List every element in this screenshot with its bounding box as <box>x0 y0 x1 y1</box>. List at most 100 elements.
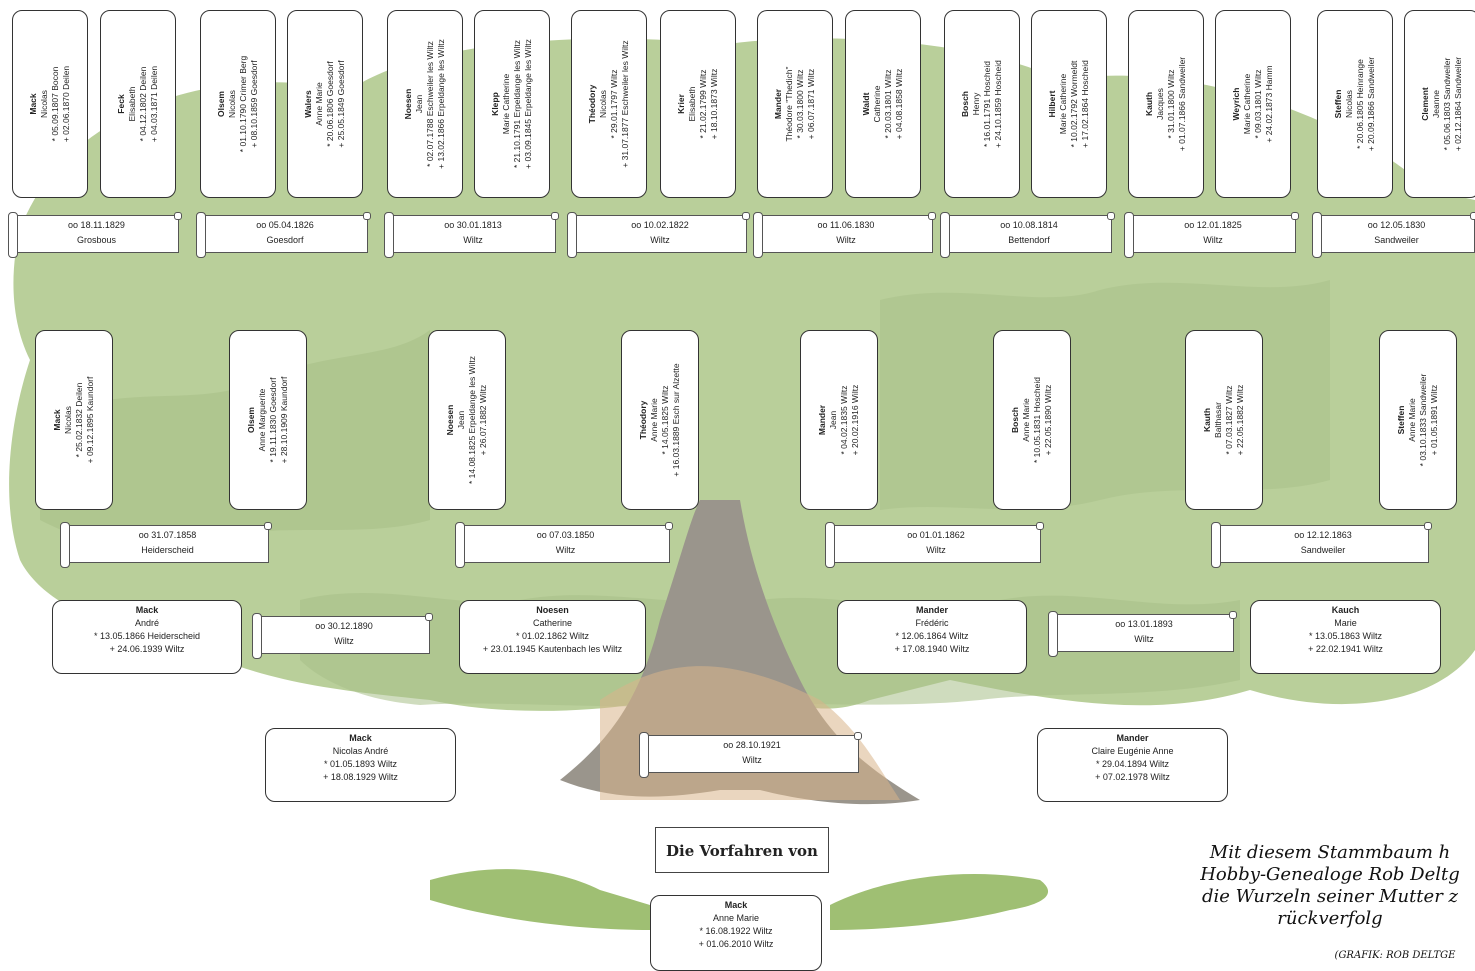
person-birth: * 01.02.1862 Wiltz <box>515 631 590 641</box>
person-birth: * 16.01.1791 Hoscheid <box>982 60 992 148</box>
person-given-name: Anne Marie <box>712 913 760 923</box>
marriage-place: Wiltz <box>463 235 483 245</box>
person-birth: * 04.02.1835 Wiltz <box>839 385 849 455</box>
person-death: + 22.05.1890 Wiltz <box>1043 384 1053 456</box>
person-surname: Noesen <box>536 605 569 615</box>
person-given-name: Jeanne <box>1431 90 1441 118</box>
person-surname: Feck <box>116 94 126 114</box>
person-death: + 17.02.1864 Hoscheid <box>1080 60 1090 148</box>
person-given-name: Henry <box>971 92 981 116</box>
person-birth: * 13.05.1866 Heiderscheid <box>93 631 201 641</box>
person-death: + 08.10.1859 Goesdorf <box>249 60 259 148</box>
marriage-place: Wiltz <box>650 235 670 245</box>
marriage-place: Wiltz <box>1203 235 1223 245</box>
caption-line-1: Mit diesem Stammbaum h <box>1209 842 1451 863</box>
marriage-place: Sandweiler <box>1374 235 1419 245</box>
person-birth: * 04.12.1802 Deilen <box>138 66 148 142</box>
person-death: + 16.03.1889 Esch sur Alzette <box>671 363 681 477</box>
person-surname: Mander <box>1116 733 1149 743</box>
marriage-date: oo 30.01.1813 <box>444 220 502 230</box>
person-surname: Bosch <box>960 91 970 117</box>
marriage-place: Heiderscheid <box>141 545 194 555</box>
person-birth: * 29.01.1797 Wiltz <box>609 69 619 139</box>
person-death: + 20.09.1866 Sandweiler <box>1366 56 1376 152</box>
person-given-name: Elisabeth <box>687 86 697 122</box>
person-birth: * 01.10.1790 Crimer Berg <box>238 55 248 153</box>
person-surname: Hilbert <box>1047 90 1057 118</box>
person-death: + 01.05.1891 Wiltz <box>1429 384 1439 456</box>
person-surname: Mack <box>135 605 159 615</box>
person-surname: Steffen <box>1396 405 1406 435</box>
person-birth: * 21.10.1791 Erpeldange les Wiltz <box>512 39 522 169</box>
person-given-name: Balthasar <box>1213 402 1223 438</box>
person-birth: * 02.07.1788 Eschweiler les Wiltz <box>425 41 435 167</box>
marriage-place: Wiltz <box>555 545 576 555</box>
person-death: + 24.06.1939 Wiltz <box>109 644 185 654</box>
person-surname: Kauth <box>1202 407 1212 433</box>
person-birth: * 05.09.1807 Bocon <box>50 66 60 142</box>
person-surname: Kauch <box>1331 605 1360 615</box>
marriage-place: Wiltz <box>334 636 354 646</box>
caption-line-4: rückverfolg <box>1277 908 1383 929</box>
person-death: + 31.07.1877 Eschweiler les Wiltz <box>620 40 630 168</box>
person-surname: Krier <box>676 94 686 114</box>
marriage-date: oo 10.02.1822 <box>631 220 689 230</box>
person-given-name: André <box>134 618 160 628</box>
caption-line-2: Hobby-Genealoge Rob Deltg <box>1200 864 1460 885</box>
person-birth: * 20.03.1801 Wiltz <box>883 69 893 139</box>
marriage-place: Bettendorf <box>1008 235 1050 245</box>
person-birth: * 19.11.1830 Goesdorf <box>268 377 278 463</box>
marriage-place: Wiltz <box>836 235 856 245</box>
person-death: + 02.06.1870 Deilen <box>61 65 71 143</box>
person-birth: * 14.05.1825 Wiltz <box>660 385 670 455</box>
marriage-date: oo 10.08.1814 <box>1000 220 1058 230</box>
